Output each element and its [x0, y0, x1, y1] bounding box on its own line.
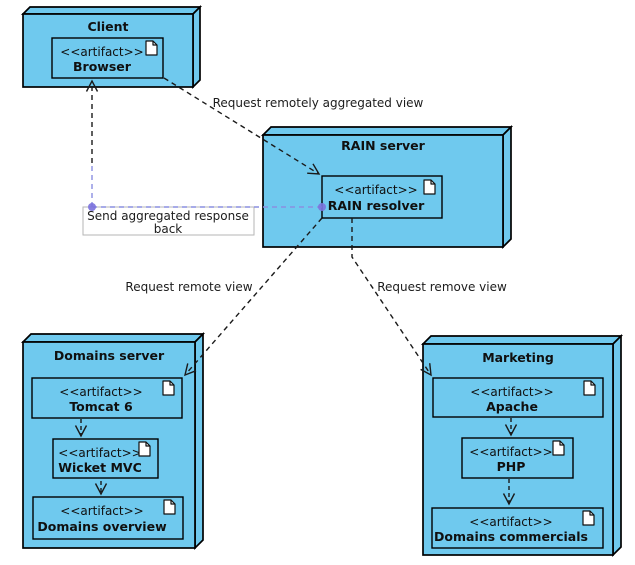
document-icon	[138, 441, 151, 457]
artifact-box[interactable]	[32, 496, 184, 540]
artifact-wicket-mvc[interactable]: <<artifact>> Wicket MVC	[52, 438, 159, 479]
node-title: Marketing	[482, 350, 554, 365]
document-icon	[583, 380, 596, 396]
edge-send-aggregated-response-back[interactable]: Send aggregated response back	[82, 79, 326, 236]
edge-label-box[interactable]	[82, 206, 255, 236]
artifact-stereotype: <<artifact>>	[60, 45, 143, 59]
node-right-face	[192, 4, 201, 90]
edge-request-remotely-aggregated-view[interactable]: Request remotely aggregated view	[163, 77, 424, 175]
artifact-box[interactable]	[31, 377, 183, 419]
artifact-stereotype: <<artifact>>	[60, 504, 143, 518]
artifact-domains-overview[interactable]: <<artifact>> Domains overview	[32, 496, 184, 540]
node-top-face	[420, 335, 624, 345]
artifact-name: Domains commercials	[434, 529, 588, 544]
artifact-stereotype: <<artifact>>	[469, 445, 552, 459]
node-top-face	[260, 126, 514, 136]
node-right-face	[612, 333, 622, 558]
edge-label[interactable]: Request remove view	[377, 280, 507, 294]
edge-line[interactable]	[351, 218, 432, 377]
artifact-stereotype: <<artifact>>	[334, 183, 417, 197]
artifact-name: PHP	[497, 459, 526, 474]
document-icon	[163, 499, 176, 515]
edge-label-line-2: back	[154, 222, 183, 236]
node-rain-server[interactable]: RAIN server <<artifact>> RAIN resolver	[260, 124, 514, 250]
node-client[interactable]: Client <<artifact>> Browser	[20, 4, 203, 90]
edge-label-line-1: Send aggregated response	[87, 209, 249, 223]
node-right-face	[194, 331, 204, 551]
document-icon	[162, 380, 175, 396]
edge-request-remove-view[interactable]: Request remove view	[351, 218, 507, 377]
artifact-stereotype: <<artifact>>	[470, 385, 553, 399]
artifact-name: Browser	[73, 59, 132, 74]
artifact-box[interactable]	[321, 175, 443, 219]
endpoint-handle[interactable]	[318, 203, 326, 211]
document-icon	[582, 510, 595, 526]
artifact-stereotype: <<artifact>>	[469, 515, 552, 529]
edge-request-remote-view[interactable]: Request remote view	[125, 217, 323, 377]
artifact-stereotype: <<artifact>>	[58, 446, 141, 460]
node-right-face	[502, 124, 512, 250]
artifact-apache[interactable]: <<artifact>> Apache	[432, 377, 604, 418]
artifact-name: Domains overview	[37, 519, 167, 534]
node-domains-server[interactable]: Domains server <<artifact>> Tomcat 6 <<a…	[20, 331, 206, 551]
edge-line[interactable]	[184, 217, 323, 377]
artifact-name: Wicket MVC	[58, 460, 142, 475]
node-title: Domains server	[54, 348, 165, 363]
artifact-name: Tomcat 6	[69, 399, 133, 414]
artifact-box[interactable]	[432, 377, 604, 418]
document-icon	[423, 179, 436, 195]
node-top-face	[20, 333, 206, 343]
node-top-face	[20, 6, 203, 15]
node-title: Client	[87, 19, 128, 34]
document-icon	[145, 40, 158, 56]
edge-label[interactable]: Request remotely aggregated view	[213, 96, 424, 110]
artifact-tomcat-6[interactable]: <<artifact>> Tomcat 6	[31, 377, 183, 419]
artifact-browser[interactable]: <<artifact>> Browser	[51, 37, 164, 79]
artifact-box[interactable]	[51, 37, 164, 79]
edge-label[interactable]: Request remote view	[125, 280, 252, 294]
artifact-name: Apache	[486, 399, 538, 414]
node-marketing[interactable]: Marketing <<artifact>> Apache <<artifact…	[420, 333, 624, 558]
document-icon	[552, 440, 565, 456]
node-title: RAIN server	[341, 138, 425, 153]
artifact-box[interactable]	[431, 507, 604, 549]
artifact-domains-commercials[interactable]: <<artifact>> Domains commercials	[431, 507, 604, 549]
artifact-rain-resolver[interactable]: <<artifact>> RAIN resolver	[321, 175, 443, 219]
artifact-stereotype: <<artifact>>	[59, 385, 142, 399]
artifact-name: RAIN resolver	[328, 198, 425, 213]
artifact-php[interactable]: <<artifact>> PHP	[461, 437, 574, 479]
edge-line[interactable]	[163, 77, 321, 175]
waypoint-handle[interactable]	[88, 203, 96, 211]
